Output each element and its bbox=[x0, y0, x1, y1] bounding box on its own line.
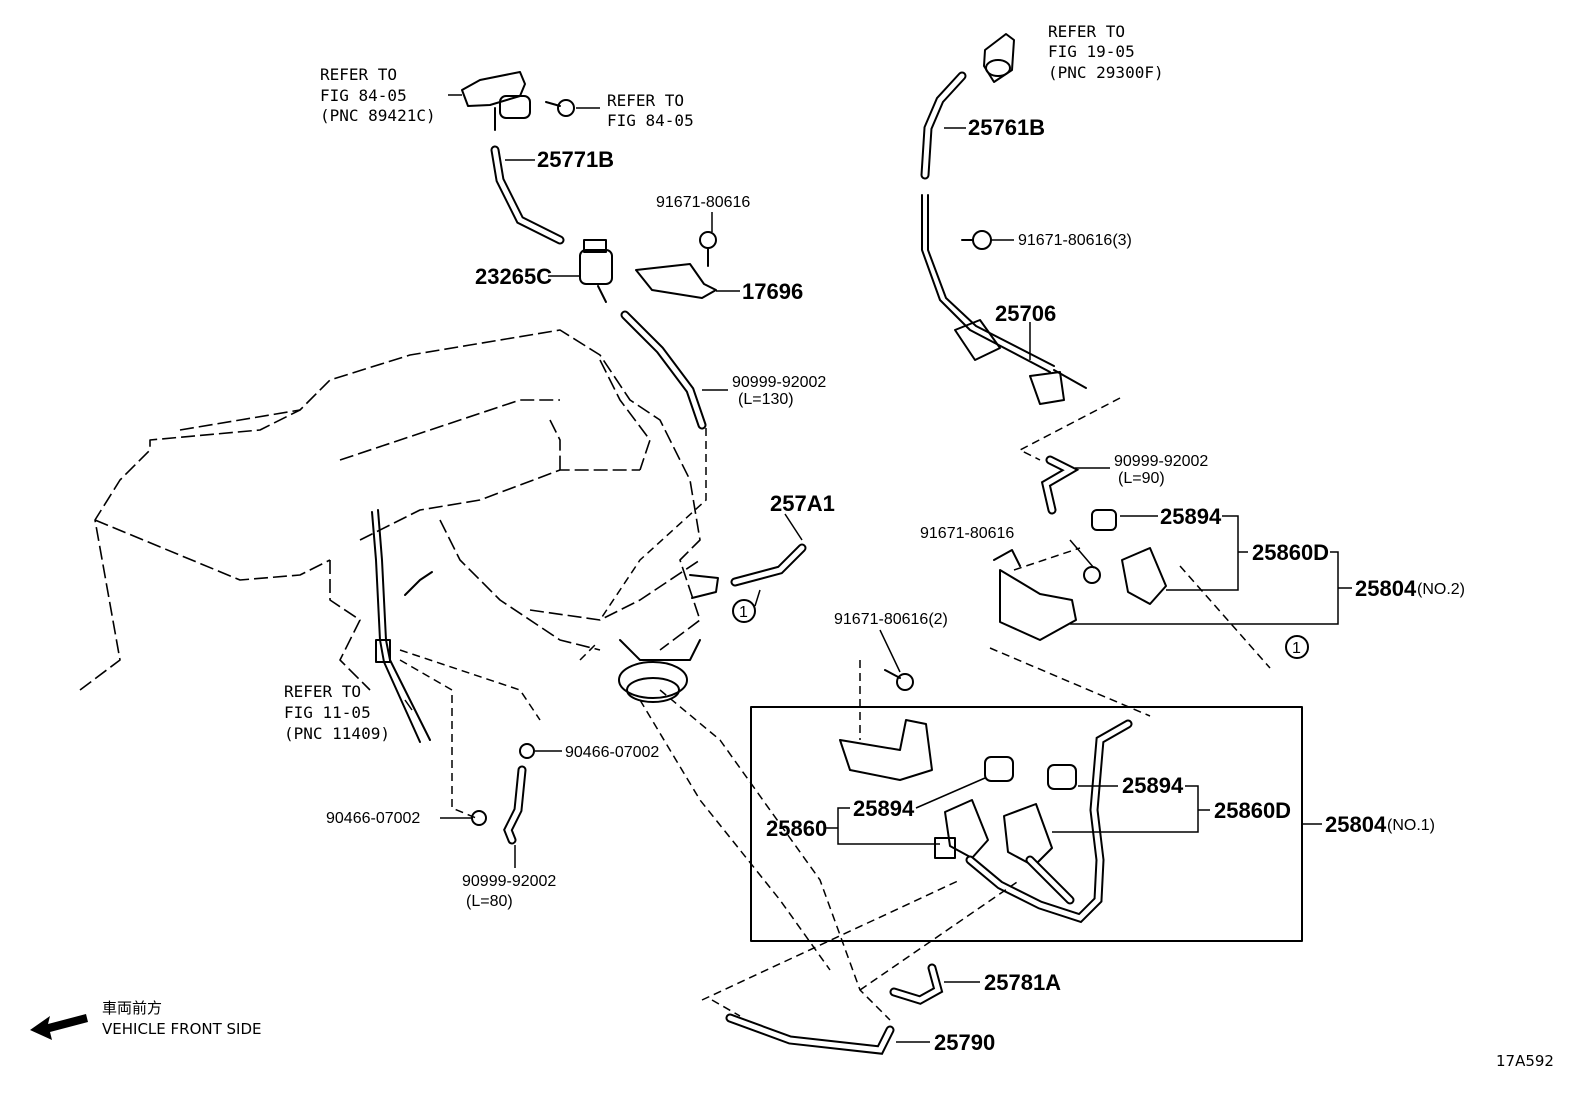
svg-text:(PNC 89421C): (PNC 89421C) bbox=[320, 106, 436, 125]
hose-90999-L90 bbox=[1040, 455, 1080, 515]
hose-257A1 bbox=[689, 543, 807, 599]
clamp-90466-a-icon bbox=[519, 743, 535, 759]
label-23265C: 23265C bbox=[475, 264, 552, 289]
assembly-box-no1 bbox=[750, 706, 1303, 942]
vsv-23265C bbox=[579, 239, 613, 303]
hose-25781A bbox=[889, 963, 944, 1005]
bracket-17696 bbox=[635, 263, 717, 299]
svg-text:FIG 19-05: FIG 19-05 bbox=[1048, 42, 1135, 61]
label-91671-top: 91671-80616 bbox=[656, 194, 750, 211]
svg-text:REFER TO: REFER TO bbox=[284, 682, 361, 701]
svg-text:REFER TO: REFER TO bbox=[607, 91, 684, 110]
label-25860: 25860 bbox=[766, 816, 827, 841]
label-90999-L90: 90999-92002 bbox=[1114, 453, 1208, 470]
vehicle-front-arrow-icon bbox=[30, 1014, 88, 1040]
ref-fig11: REFER TO FIG 11-05 (PNC 11409) bbox=[284, 682, 390, 743]
svg-text:(PNC 11409): (PNC 11409) bbox=[284, 724, 390, 743]
bolt-91671-2-icon bbox=[884, 669, 914, 691]
vsv-no1-right bbox=[1003, 764, 1077, 867]
label-90466-b: 90466-07002 bbox=[326, 810, 420, 827]
hose-25790 bbox=[725, 1013, 895, 1055]
label-90999-L90-len: (L=90) bbox=[1118, 470, 1165, 487]
label-90999-L80: 90999-92002 bbox=[462, 873, 556, 890]
label-91671-mid: 91671-80616 bbox=[920, 525, 1014, 542]
label-90999-L80-len: (L=80) bbox=[466, 893, 513, 910]
bolt-top-icon bbox=[699, 231, 717, 267]
sensor-bolt-icon bbox=[545, 99, 575, 117]
label-25860D-top: 25860D bbox=[1252, 540, 1329, 565]
bracket-no1 bbox=[839, 719, 933, 781]
label-257A1: 257A1 bbox=[770, 491, 835, 516]
svg-text:FIG 84-05: FIG 84-05 bbox=[607, 111, 694, 130]
svg-text:FIG 11-05: FIG 11-05 bbox=[284, 703, 371, 722]
hose-25771B bbox=[490, 145, 565, 245]
label-25894-right: 25894 bbox=[1122, 773, 1184, 798]
svg-text:REFER TO: REFER TO bbox=[1048, 22, 1125, 41]
callout-1b: 1 bbox=[1285, 635, 1309, 659]
label-25771B: 25771B bbox=[537, 147, 614, 172]
diagram-id: 17A592 bbox=[1496, 1052, 1554, 1070]
label-25761B: 25761B bbox=[968, 115, 1045, 140]
svg-text:FIG 84-05: FIG 84-05 bbox=[320, 86, 407, 105]
vsv-no2 bbox=[993, 509, 1167, 641]
label-25894-top: 25894 bbox=[1160, 504, 1222, 529]
ref-fig19: REFER TO FIG 19-05 (PNC 29300F) bbox=[1048, 22, 1164, 82]
vehicle-front-en: VEHICLE FRONT SIDE bbox=[102, 1020, 262, 1038]
pressure-sensor bbox=[461, 71, 531, 131]
label-90999-L130: 90999-92002 bbox=[732, 374, 826, 391]
label-25804-no2-suffix: (NO.2) bbox=[1417, 581, 1465, 598]
svg-text:1: 1 bbox=[739, 604, 748, 621]
svg-text:(PNC 29300F): (PNC 29300F) bbox=[1048, 63, 1164, 82]
label-90999-L130-len: (L=130) bbox=[738, 391, 794, 408]
label-91671-3: 91671-80616(3) bbox=[1018, 232, 1132, 249]
dipstick-tube bbox=[371, 509, 433, 743]
dashed-connections bbox=[399, 397, 1271, 1021]
label-90466-a: 90466-07002 bbox=[565, 744, 659, 761]
ref-fig84-bolt: REFER TO FIG 84-05 bbox=[607, 91, 694, 130]
label-91671-2: 91671-80616(2) bbox=[834, 611, 948, 628]
pipe-25706 bbox=[921, 194, 1087, 405]
label-25706: 25706 bbox=[995, 301, 1056, 326]
vsv-no1-left bbox=[934, 756, 1014, 859]
engine-outline bbox=[79, 329, 701, 691]
label-25860D-bottom: 25860D bbox=[1214, 798, 1291, 823]
bolt-91671-mid-icon bbox=[1083, 566, 1101, 584]
intake-elbow bbox=[618, 639, 701, 703]
bolt-91671-3-icon bbox=[961, 230, 992, 250]
label-25781A: 25781A bbox=[984, 970, 1061, 995]
svg-text:REFER TO: REFER TO bbox=[320, 65, 397, 84]
svg-text:1: 1 bbox=[1292, 640, 1301, 657]
vehicle-front-jp: 車両前方 bbox=[102, 999, 162, 1017]
pipe-25761B bbox=[920, 33, 1015, 180]
label-25790: 25790 bbox=[934, 1030, 995, 1055]
label-25804-no1: 25804 bbox=[1325, 812, 1387, 837]
label-25804-no2: 25804 bbox=[1355, 576, 1417, 601]
callout-1a: 1 bbox=[732, 589, 761, 623]
label-17696: 17696 bbox=[742, 279, 803, 304]
leader-lines bbox=[404, 94, 1352, 1043]
hose-90999-L130 bbox=[620, 310, 707, 430]
label-25804-no1-suffix: (NO.1) bbox=[1387, 817, 1435, 834]
hose-no1 bbox=[965, 719, 1133, 924]
hose-90999-L80 bbox=[503, 765, 527, 845]
ref-fig84-sensor: REFER TO FIG 84-05 (PNC 89421C) bbox=[320, 65, 436, 125]
label-25894-left: 25894 bbox=[853, 796, 915, 821]
